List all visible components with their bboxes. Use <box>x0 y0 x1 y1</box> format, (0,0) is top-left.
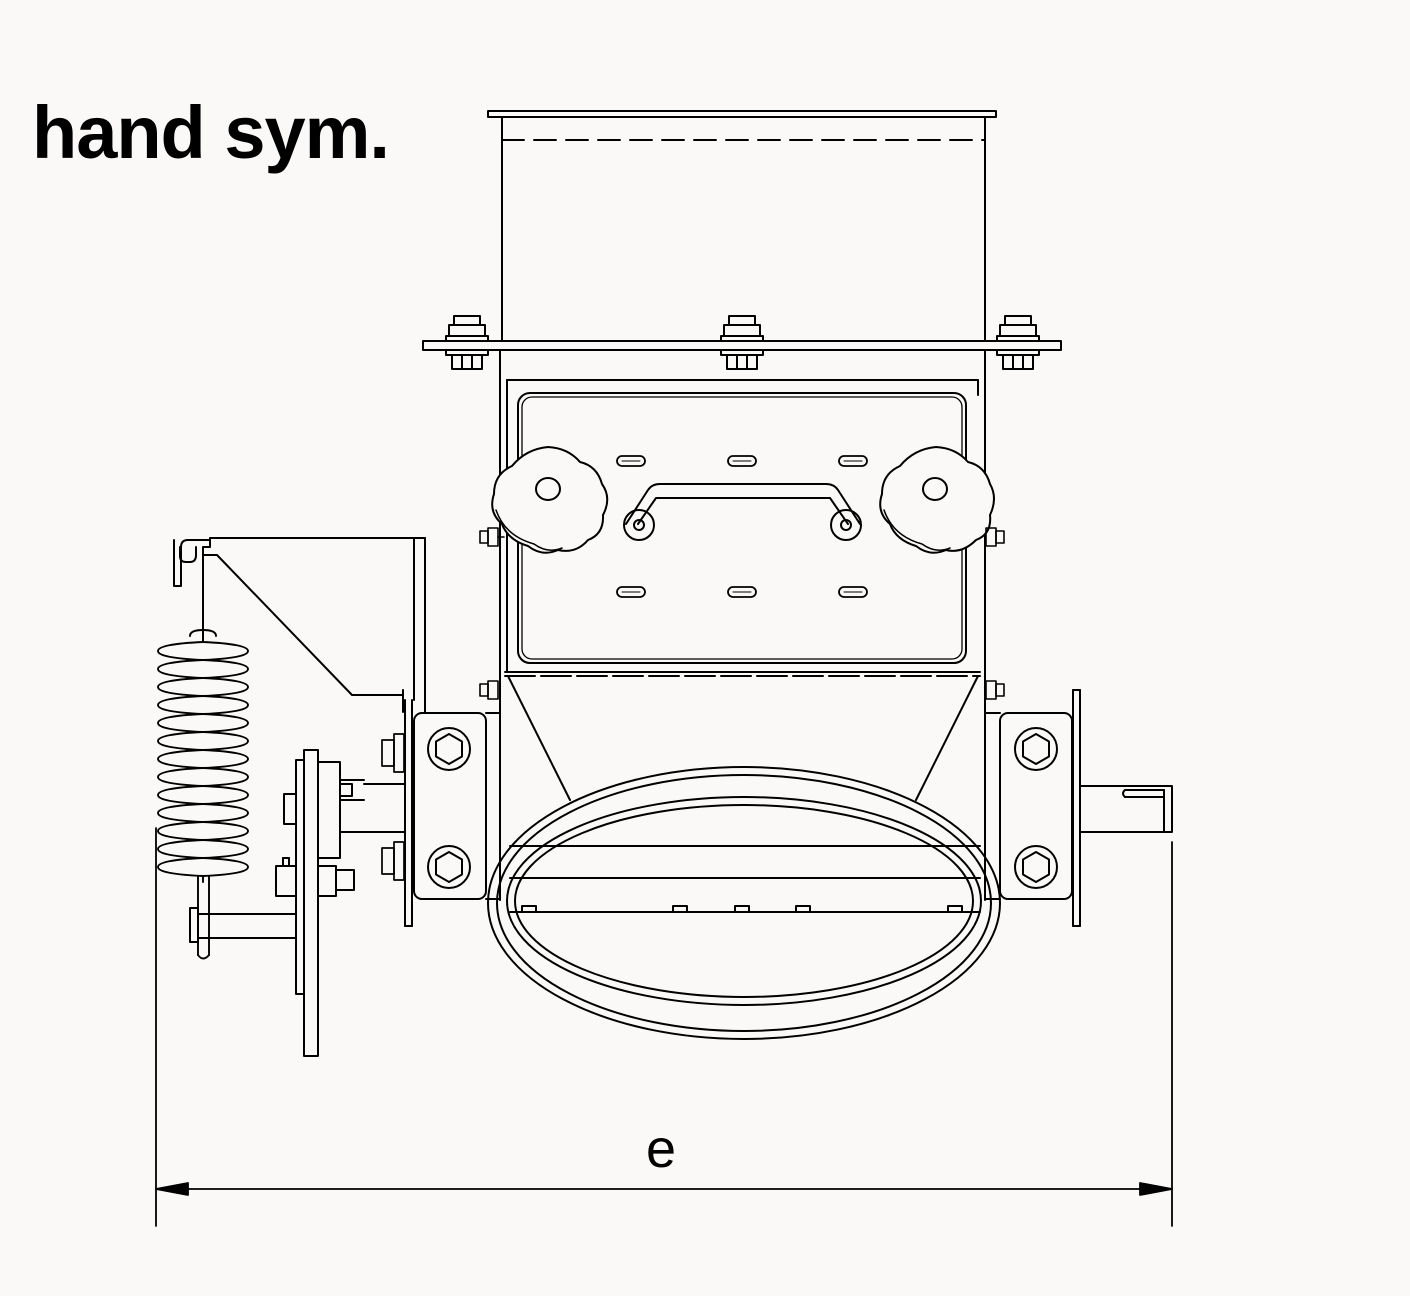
drawing-title: hand sym. <box>32 91 390 174</box>
duct-collar <box>488 111 996 345</box>
hatch-slots <box>617 456 867 597</box>
damper-blade <box>488 767 1000 1039</box>
tension-spring <box>158 630 248 959</box>
bearing-plate-left <box>405 700 500 926</box>
star-knob-right <box>880 447 994 553</box>
mounting-flange <box>423 341 1061 350</box>
pivot-pin <box>190 908 296 942</box>
hatch-handle <box>624 484 861 540</box>
flange-bolt-left <box>446 316 488 369</box>
actuator-bracket <box>174 538 425 713</box>
transition-piece <box>508 676 978 800</box>
dimension-e <box>156 828 1172 1226</box>
plate-bolts-left <box>382 734 404 880</box>
housing-body <box>500 350 985 900</box>
dimension-label-e: e <box>646 1119 677 1179</box>
flange-bolt-right <box>997 316 1039 369</box>
side-bolts <box>480 528 1004 699</box>
flange-bolt-center <box>721 316 763 369</box>
hex-nuts <box>428 728 1057 888</box>
star-knob-left <box>492 447 607 553</box>
lever-arm <box>276 750 405 1056</box>
shaft-right <box>1080 786 1172 832</box>
